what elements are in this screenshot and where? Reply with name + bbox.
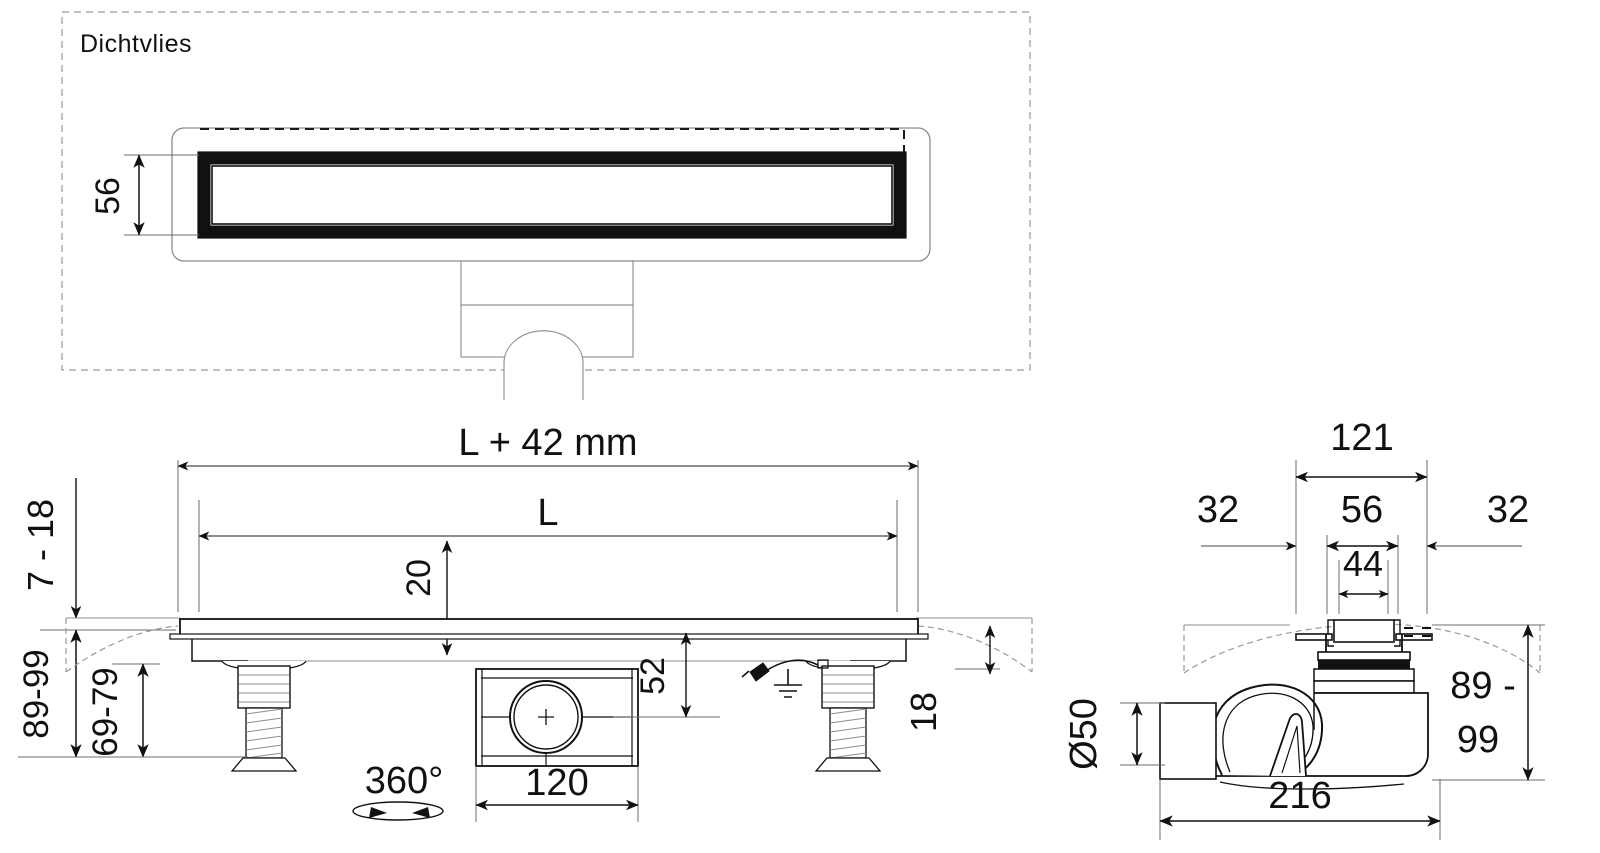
- frame-top-rail: [1317, 651, 1411, 661]
- rotation-360-symbol: 360°: [352, 760, 444, 821]
- dim-7-18-label: 7 - 18: [20, 499, 61, 591]
- body-neck-ring-1: [1313, 668, 1415, 682]
- dim-52-label: 52: [634, 657, 672, 695]
- dim-360-label: 360°: [365, 760, 444, 802]
- gasket-seal: [1318, 660, 1410, 669]
- grate-opening: [211, 165, 893, 225]
- adjustable-foot-left: [221, 660, 307, 772]
- top-view: Dichtvlies 56: [61, 11, 1031, 400]
- foot-left-stem: [245, 707, 283, 759]
- floor-slope-left-arc: [65, 625, 179, 673]
- rotation-arrow-left: [369, 807, 387, 818]
- grate-cover: [1333, 619, 1395, 643]
- frame-flange-right: [1395, 633, 1433, 641]
- dim-20-label: 20: [400, 559, 438, 597]
- dim-216-label: 216: [1268, 775, 1331, 817]
- rotation-arrow-right: [412, 807, 430, 818]
- outlet-housing-top: [460, 260, 634, 306]
- sealing-fleece-boundary: [61, 11, 1031, 371]
- foot-left-nut-threads: [239, 674, 289, 703]
- dim-32-left-label: 32: [1197, 489, 1239, 531]
- foot-left-stem-threads: [245, 708, 283, 759]
- outlet-pipe-top: [503, 330, 584, 400]
- grate-cover-lip-left: [1327, 619, 1334, 647]
- body-neck-ring-2: [1313, 680, 1415, 694]
- dim-L-label: L: [537, 492, 558, 534]
- grate-frame-outer: [197, 151, 907, 239]
- trap-inner-curve: [1222, 692, 1314, 773]
- dim-120-label: 120: [525, 762, 588, 804]
- dim-32-right-label: 32: [1487, 489, 1529, 531]
- dim-56-side-label: 56: [1341, 489, 1383, 531]
- dim-89-dash-label: 89 -: [1450, 665, 1515, 707]
- dim-89-99-label: 89-99: [17, 649, 56, 739]
- foot-right-base: [814, 757, 882, 772]
- foot-right-stem-threads: [829, 708, 867, 759]
- dim-L42-label: L + 42 mm: [458, 422, 637, 464]
- grate-assembly-section: [1295, 619, 1433, 694]
- earth-ground-symbol: [741, 659, 829, 698]
- adjustable-foot-right: [805, 660, 891, 772]
- grate-frame-inner-band: [199, 153, 905, 237]
- flange-plate-lip: [169, 633, 929, 640]
- earth-ground-glyph: [774, 669, 802, 698]
- channel-underside-left: [191, 639, 248, 662]
- foot-left-base: [230, 757, 298, 772]
- frame-flange-left: [1295, 633, 1333, 641]
- trap-base-shadow: [1219, 781, 1405, 790]
- rotation-ellipse: [352, 801, 444, 821]
- channel-hidden-outline: [200, 128, 905, 155]
- dim-d50-label: Ø50: [1063, 698, 1105, 770]
- foot-right-threaded-nut: [821, 665, 875, 709]
- foot-right-stem: [829, 707, 867, 759]
- dim-56-top-label: 56: [89, 177, 127, 215]
- dim-69-79-label: 69-79: [86, 667, 125, 757]
- dim-121-label: 121: [1330, 417, 1393, 459]
- earth-clamp: [749, 662, 770, 682]
- side-section-view: 121 56 32 32 44: [1063, 417, 1545, 840]
- dichtvlies-label: Dichtvlies: [80, 30, 192, 58]
- channel-underside-right: [850, 639, 907, 662]
- dim-44-label: 44: [1343, 543, 1383, 584]
- trap-body-section: [1159, 683, 1429, 790]
- earth-clamp-tail: [741, 670, 750, 678]
- front-view: L + 42 mm L 20 7 - 18 89-99 69-79: [17, 422, 1033, 822]
- foot-right-nut-threads: [823, 674, 873, 703]
- earth-lead-wire: [759, 659, 819, 676]
- earth-terminal-tab: [817, 659, 829, 669]
- outlet-pipe-section: [1159, 702, 1217, 780]
- trap-weir-inner: [1281, 725, 1301, 774]
- floor-slope-right-arc: [917, 625, 1033, 673]
- dim-18-label: 18: [903, 692, 944, 732]
- grate-cover-lip-right: [1394, 619, 1401, 647]
- outlet-center-cross: [538, 709, 554, 725]
- dim-99-label: 99: [1457, 719, 1499, 761]
